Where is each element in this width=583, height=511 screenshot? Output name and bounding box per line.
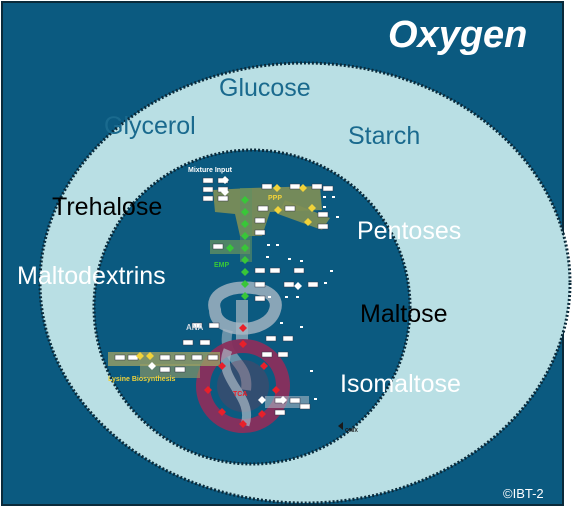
tca-loop-overlay <box>221 348 252 427</box>
label-isomaltose: Isomaltose <box>340 370 461 398</box>
label-mixture-input: Mixture Input <box>188 167 232 174</box>
ppp-nodes <box>136 184 316 360</box>
label-trehalose: Trehalose <box>52 193 163 221</box>
inner-circle <box>92 148 412 466</box>
label-glycerol: Glycerol <box>104 112 196 140</box>
connector-dots <box>266 196 339 400</box>
label-maltodextrins: Maltodextrins <box>17 262 166 290</box>
label-pentoses: Pentoses <box>357 217 462 245</box>
page-title: Oxygen <box>388 14 528 56</box>
label-maltose: Maltose <box>360 300 448 328</box>
label-lysine-biosynthesis: Lysine Biosynthesis <box>108 376 176 383</box>
ana-loop <box>208 281 282 335</box>
tca-nodes <box>204 324 280 428</box>
omix-logo <box>338 422 343 430</box>
label-emp: EMP <box>214 262 230 269</box>
label-omix: OMIX <box>345 428 358 434</box>
copyright-text: ©IBT-2 <box>503 486 544 501</box>
label-ana: ANA <box>186 323 204 332</box>
white-nodes <box>148 176 302 404</box>
label-starch: Starch <box>348 122 421 150</box>
label-glucose: Glucose <box>219 74 311 102</box>
label-tca: TCA <box>233 391 248 398</box>
emp-nodes <box>226 196 249 300</box>
ana-stem-2 <box>221 328 252 391</box>
node-boxes <box>114 177 334 416</box>
label-ppp: PPP <box>268 195 283 202</box>
